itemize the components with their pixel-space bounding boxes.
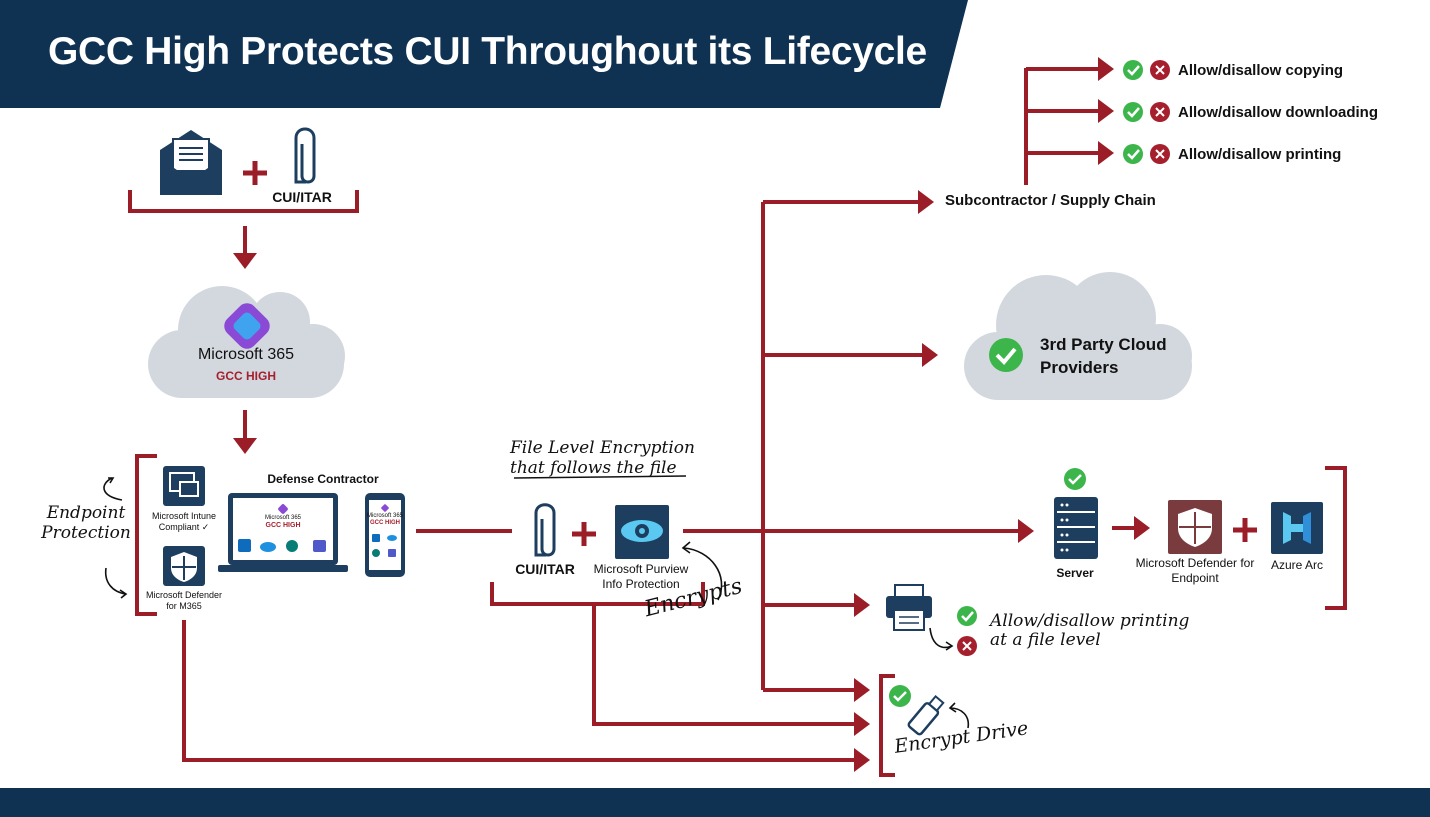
endpoint-bracket [135, 454, 157, 616]
azure-arc-label: Azure Arc [1270, 558, 1324, 572]
defender-m365-label: Microsoft Defender for M365 [145, 590, 223, 611]
purview-label: Microsoft Purview Info Protection [593, 562, 689, 591]
check-icon [1064, 468, 1086, 490]
third-party-cloud-label: 3rd Party Cloud Providers [1040, 335, 1167, 377]
file-level-encryption-note: File Level Encryption that follows the f… [510, 438, 695, 478]
server-label: Server [1056, 566, 1094, 580]
page-title: GCC High Protects CUI Throughout its Lif… [48, 30, 927, 73]
permission-printing: Allow/disallow printing [1178, 146, 1342, 163]
print-file-level-note: Allow/disallow printing at a file level [990, 611, 1190, 650]
permission-copying: Allow/disallow copying [1178, 62, 1344, 79]
server-bracket [1325, 466, 1347, 610]
check-icon [957, 606, 977, 626]
subcontractor-label: Subcontractor / Supply Chain [945, 192, 1156, 209]
phone-brand: Microsoft 365 [366, 513, 403, 519]
m365-logo-icon [224, 303, 270, 349]
laptop-brand: Microsoft 365 [264, 515, 301, 521]
laptop-tier: GCC HIGH [265, 522, 301, 529]
encryption-bracket [490, 582, 705, 606]
m365-name: Microsoft 365 [197, 346, 295, 363]
check-icon [989, 338, 1023, 372]
drive-bracket [879, 674, 895, 777]
defense-contractor-title: Defense Contractor [267, 472, 379, 486]
cui-itar-label: CUI/ITAR [272, 189, 332, 205]
x-icon [1150, 60, 1170, 164]
encryption-cui-label: CUI/ITAR [515, 561, 575, 577]
arrow-to-drive-2 [592, 604, 870, 736]
intune-label: Microsoft Intune Compliant ✓ [151, 511, 217, 532]
permission-downloading: Allow/disallow downloading [1178, 104, 1378, 121]
input-bracket [128, 190, 359, 213]
phone-tier: GCC HIGH [370, 520, 400, 526]
check-icon [889, 685, 911, 707]
m365-tier: GCC HIGH [216, 369, 276, 383]
check-icon [1123, 60, 1143, 164]
arrow-to-drive-3 [182, 620, 870, 772]
defender-endpoint-label: Microsoft Defender for Endpoint [1135, 556, 1255, 585]
note-underline [513, 475, 687, 479]
footer-band [0, 788, 1430, 817]
endpoint-protection-note: Endpoint Protection [41, 503, 131, 543]
